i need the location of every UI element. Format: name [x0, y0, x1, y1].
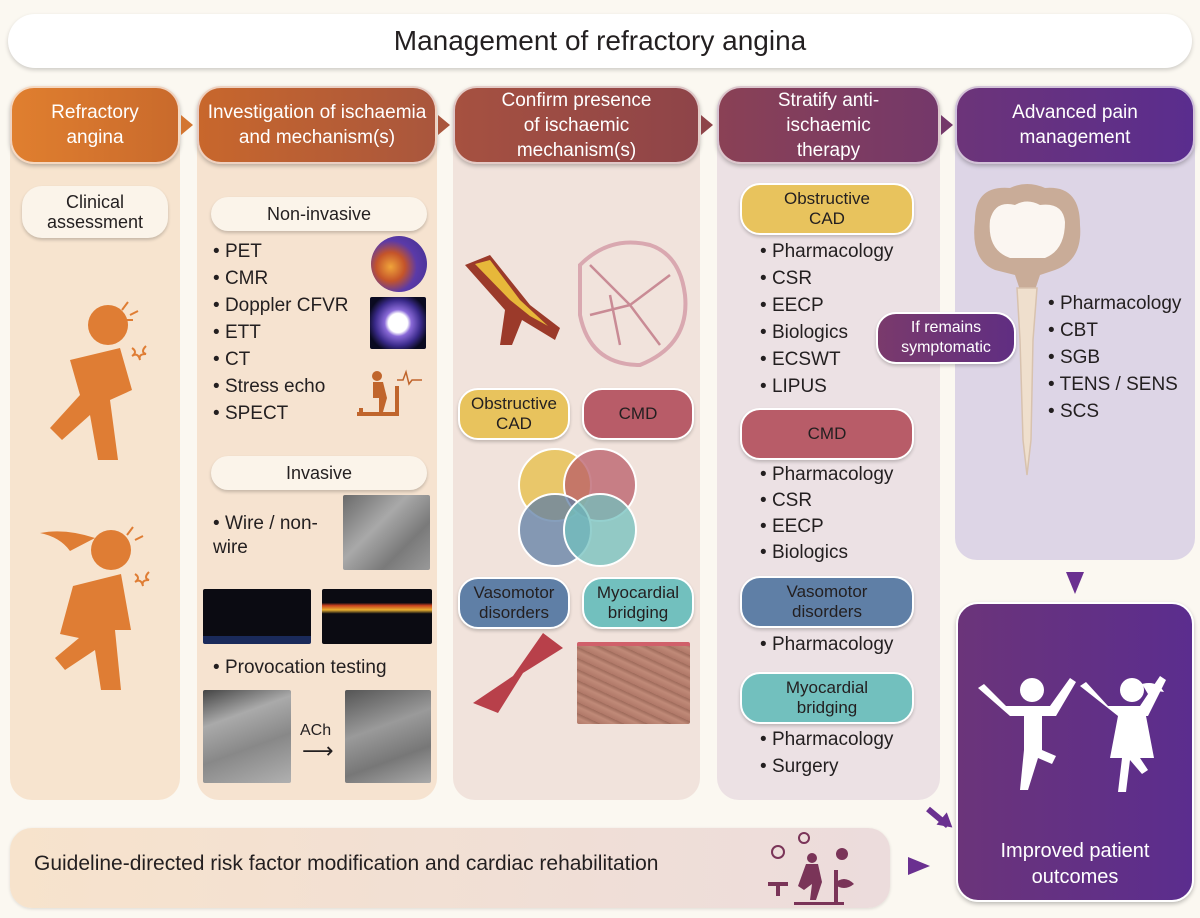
list-item: Doppler CFVR — [213, 292, 349, 319]
therapy-list-myocardial-bridging: Pharmacology Surgery — [760, 726, 893, 780]
list-item: CBT — [1048, 317, 1181, 344]
list-item: Pharmacology — [1048, 290, 1181, 317]
list-item: Pharmacology — [760, 462, 893, 488]
list-item: Pharmacology — [760, 726, 893, 753]
treadmill-icon — [357, 369, 422, 416]
list-item: Wire / non-wire — [213, 512, 333, 560]
angiogram-after-image — [345, 690, 431, 783]
list-item: LIPUS — [760, 373, 893, 400]
outcome-label: Improved patient outcomes — [1000, 840, 1150, 888]
mechanism-myocardial-bridging: Myocardial bridging — [582, 577, 694, 629]
list-item: Provocation testing — [213, 654, 387, 681]
stenosed-artery-image — [465, 255, 560, 345]
if-remains-symptomatic-badge: If remains symptomatic — [876, 312, 1016, 364]
list-item: Biologics — [760, 540, 893, 566]
list-item: CMR — [213, 265, 348, 292]
list-item: EECP — [760, 514, 893, 540]
therapy-list-vasomotor: Pharmacology — [760, 631, 893, 658]
step-refractory-angina: Refractory angina — [10, 86, 180, 164]
mechanism-venn-diagram — [518, 448, 637, 567]
chevron-right-icon — [701, 115, 713, 135]
mechanism-obstructive-cad: Obstructive CAD — [458, 388, 570, 440]
list-item: Pharmacology — [760, 631, 893, 658]
spect-scan-image — [370, 297, 426, 349]
pet-scan-image — [371, 236, 427, 292]
rehabilitation-bar — [10, 828, 890, 908]
clinical-assessment-pill: Clinical assessment — [22, 186, 168, 238]
list-item: Surgery — [760, 753, 893, 780]
lifestyle-icon — [768, 832, 854, 905]
list-item: SCS — [1048, 398, 1181, 425]
therapy-group-cmd: CMD — [740, 408, 914, 460]
arrow-down-icon — [1066, 572, 1084, 594]
list-item: CSR — [760, 488, 893, 514]
provocation-list: Provocation testing — [213, 654, 387, 681]
angiogram-image — [343, 495, 430, 570]
page-title: Management of refractory angina — [8, 14, 1192, 68]
step-confirm-mechanism: Confirm presence of ischaemic mechanism(… — [453, 86, 700, 164]
list-item: Biologics — [760, 319, 893, 346]
list-item: Stress echo — [213, 373, 348, 400]
happy-people-icon — [978, 676, 1166, 792]
list-item: CT — [213, 346, 348, 373]
non-invasive-list: PET CMR Doppler CFVR ETT CT Stress echo … — [213, 238, 349, 427]
chevron-right-icon — [181, 115, 193, 135]
list-item: PET — [213, 238, 348, 265]
brain-spinal-cord-image — [974, 184, 1081, 476]
invasive-pill: Invasive — [211, 456, 427, 490]
therapy-group-myocardial-bridging: Myocardial bridging — [740, 672, 914, 724]
arrow-right-icon — [908, 857, 930, 875]
woman-chest-pain-icon — [40, 526, 150, 690]
list-item: SGB — [1048, 344, 1181, 371]
therapy-group-vasomotor-disorders: Vasomotor disorders — [740, 576, 914, 628]
list-item: ECSWT — [760, 346, 893, 373]
therapy-list-obstructive-cad: Pharmacology CSR EECP Biologics ECSWT LI… — [760, 238, 893, 400]
microvasculature-image — [578, 240, 688, 368]
pressure-trace-image-1 — [203, 589, 311, 644]
therapy-list-cmd: Pharmacology CSR EECP Biologics — [760, 462, 893, 566]
step-stratify-therapy: Stratify anti-ischaemic therapy — [717, 86, 940, 164]
ach-label: ACh — [300, 722, 332, 739]
list-item: CSR — [760, 265, 893, 292]
step-pain-management: Advanced pain management — [955, 86, 1195, 164]
list-item: TENS / SENS — [1048, 371, 1181, 398]
myocardial-bridging-image — [577, 642, 690, 724]
list-item: SPECT — [213, 400, 348, 427]
angiogram-before-image — [203, 690, 291, 783]
mechanism-cmd: CMD — [582, 388, 694, 440]
arrow-right-icon: ⟶ — [302, 738, 334, 763]
pressure-trace-image-2 — [322, 589, 432, 644]
invasive-list: Wire / non-wire — [213, 512, 333, 560]
list-item: ETT — [213, 319, 348, 346]
man-chest-pain-icon — [50, 301, 147, 460]
chevron-right-icon — [941, 115, 953, 135]
vasospasm-image — [473, 633, 563, 713]
outcome-box — [956, 602, 1194, 902]
rehabilitation-label: Guideline-directed risk factor modificat… — [34, 852, 659, 875]
list-item: EECP — [760, 292, 893, 319]
pain-management-list: Pharmacology CBT SGB TENS / SENS SCS — [1048, 290, 1182, 425]
list-item: Pharmacology — [760, 238, 893, 265]
chevron-right-icon — [438, 115, 450, 135]
therapy-group-obstructive-cad: Obstructive CAD — [740, 183, 914, 235]
step-investigation: Investigation of ischaemia and mechanism… — [197, 86, 437, 164]
mechanism-vasomotor-disorders: Vasomotor disorders — [458, 577, 570, 629]
non-invasive-pill: Non-invasive — [211, 197, 427, 231]
